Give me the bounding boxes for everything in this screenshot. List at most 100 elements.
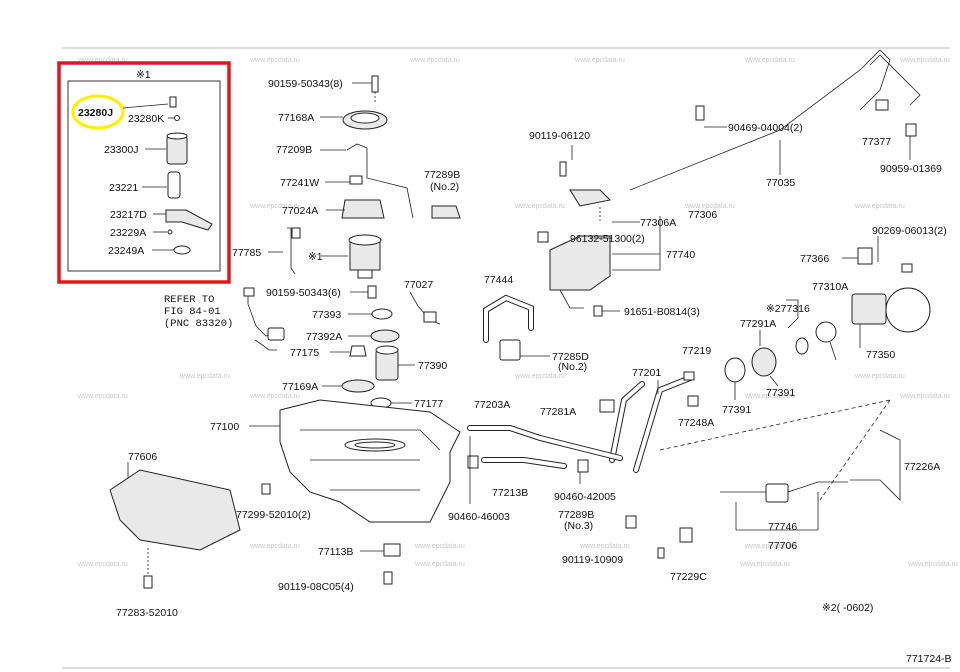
filler-door-icon xyxy=(851,293,887,325)
bolt-icon xyxy=(261,483,271,495)
part-label[interactable]: 90460-46003 xyxy=(448,511,510,523)
part-label[interactable]: 90959-01369 xyxy=(880,163,942,175)
part-label[interactable]: 77229C xyxy=(670,571,707,583)
part-label[interactable]: 77785 xyxy=(232,247,261,259)
part-label[interactable]: 77306 xyxy=(688,209,717,221)
part-label[interactable]: 77035 xyxy=(766,177,795,189)
part-label-23249A[interactable]: 23249A xyxy=(108,245,144,257)
part-label[interactable]: 77289B xyxy=(558,509,594,521)
inset-frame xyxy=(67,80,221,272)
part-label[interactable]: 90159-50343(6) xyxy=(266,287,341,299)
clamp-icon xyxy=(687,395,699,407)
bolt-icon xyxy=(143,575,153,589)
highlight-box xyxy=(57,61,231,284)
part-label[interactable]: 77024A xyxy=(282,205,318,217)
watermark: www.epcdata.ru xyxy=(249,203,300,210)
clamp-icon xyxy=(683,371,695,381)
part-label-23229A[interactable]: 23229A xyxy=(110,227,146,239)
clamp-icon xyxy=(625,515,637,529)
part-label[interactable]: 77444 xyxy=(484,274,513,286)
part-label[interactable]: 77175 xyxy=(290,347,319,359)
part-label[interactable]: 77177 xyxy=(414,398,443,410)
retainer-icon xyxy=(349,345,367,357)
part-label[interactable]: 77027 xyxy=(404,279,433,291)
gasket-icon xyxy=(724,357,746,383)
part-label[interactable]: 77391 xyxy=(722,404,751,416)
part-label[interactable]: 77113B xyxy=(318,546,353,558)
bolt-icon xyxy=(559,161,567,177)
watermark: www.epcdata.ru xyxy=(77,393,128,400)
valve-icon xyxy=(765,483,789,503)
bolt-icon xyxy=(371,75,379,93)
watermark: www.epcdata.ru xyxy=(854,203,905,210)
footnote: ※2( -0602) xyxy=(822,602,873,614)
watermark: www.epcdata.ru xyxy=(579,543,630,550)
part-label[interactable]: 77201 xyxy=(632,367,661,379)
part-label[interactable]: 90119-10909 xyxy=(562,554,623,566)
figure-id: 771724-B xyxy=(906,653,952,665)
part-label[interactable]: 77213B xyxy=(492,487,528,499)
part-label[interactable]: 77310A xyxy=(812,281,848,293)
part-label[interactable]: 90469-04004(2) xyxy=(728,122,803,134)
part-label[interactable]: 90460-42005 xyxy=(554,491,616,503)
part-label[interactable]: 77366 xyxy=(800,253,829,265)
part-label[interactable]: 90119-06120 xyxy=(529,130,590,142)
part-label[interactable]: 77219 xyxy=(682,345,711,357)
part-label[interactable]: 77350 xyxy=(866,349,895,361)
part-label-23217D[interactable]: 23217D xyxy=(110,209,147,221)
part-label[interactable]: 77285D xyxy=(552,351,589,363)
charcoal-canister-icon xyxy=(549,235,611,291)
clip-icon xyxy=(875,99,889,111)
clip-icon xyxy=(537,231,549,243)
part-label-23280J[interactable]: 23280J xyxy=(78,107,113,119)
part-label[interactable]: 77209B xyxy=(276,144,312,156)
valve-icon xyxy=(499,339,521,361)
part-label[interactable]: 90119-08C05(4) xyxy=(278,581,354,593)
part-label-23221[interactable]: 23221 xyxy=(109,182,138,194)
part-label: ※1 xyxy=(308,251,323,263)
part-label[interactable]: 90269-06013(2) xyxy=(872,225,947,237)
watermark: www.epcdata.ru xyxy=(514,373,565,380)
part-label[interactable]: 77706 xyxy=(768,540,797,552)
part-label[interactable]: 91651-B0814(3) xyxy=(624,306,700,318)
watermark: www.epcdata.ru xyxy=(249,543,300,550)
watermark: www.epcdata.ru xyxy=(514,203,565,210)
bolt-icon xyxy=(169,96,177,108)
gasket-icon xyxy=(371,308,393,320)
part-label[interactable]: 77391 xyxy=(766,387,795,399)
part-label[interactable]: 77203A xyxy=(474,399,510,411)
part-label[interactable]: 77169A xyxy=(282,381,318,393)
part-label-23280K[interactable]: 23280K xyxy=(128,113,164,125)
part-label[interactable]: 77746 xyxy=(768,521,797,533)
part-label[interactable]: ※277316 xyxy=(766,303,810,315)
part-label: (No.3) xyxy=(564,520,593,532)
part-label[interactable]: 77377 xyxy=(862,136,891,148)
connector-icon xyxy=(291,227,301,239)
part-label[interactable]: 96132-51300(2) xyxy=(570,233,645,245)
part-label[interactable]: 77226A xyxy=(904,461,940,473)
part-label[interactable]: 77740 xyxy=(666,249,695,261)
part-label[interactable]: 77291A xyxy=(740,318,776,330)
part-label[interactable]: 77392A xyxy=(306,331,342,343)
part-label[interactable]: 77283-52010 xyxy=(116,607,178,619)
part-label[interactable]: 77393 xyxy=(312,309,341,321)
part-label[interactable]: 77248A xyxy=(678,417,714,429)
part-label[interactable]: 77606 xyxy=(128,451,157,463)
clip-icon xyxy=(857,247,873,265)
watermark: www.epcdata.ru xyxy=(907,561,958,568)
fuel-tank xyxy=(249,399,461,523)
part-label[interactable]: 77289B xyxy=(424,169,460,181)
part-label[interactable]: 77306A xyxy=(640,217,676,229)
part-labels: 90159-50343(8) 77168A 77209B 77241W 7702… xyxy=(116,78,947,619)
part-label[interactable]: 77168A xyxy=(278,112,314,124)
part-label[interactable]: 77299-52010(2) xyxy=(236,509,311,521)
vent-pipe xyxy=(720,429,901,531)
part-label[interactable]: 77390 xyxy=(418,360,447,372)
part-label[interactable]: 77281A xyxy=(540,406,576,418)
watermark: www.epcdata.ru xyxy=(684,203,735,210)
part-label[interactable]: 77100 xyxy=(210,421,239,433)
part-label-23300J[interactable]: 23300J xyxy=(104,144,138,156)
part-label[interactable]: 90159-50343(8) xyxy=(268,78,343,90)
part-label[interactable]: 77241W xyxy=(280,177,319,189)
